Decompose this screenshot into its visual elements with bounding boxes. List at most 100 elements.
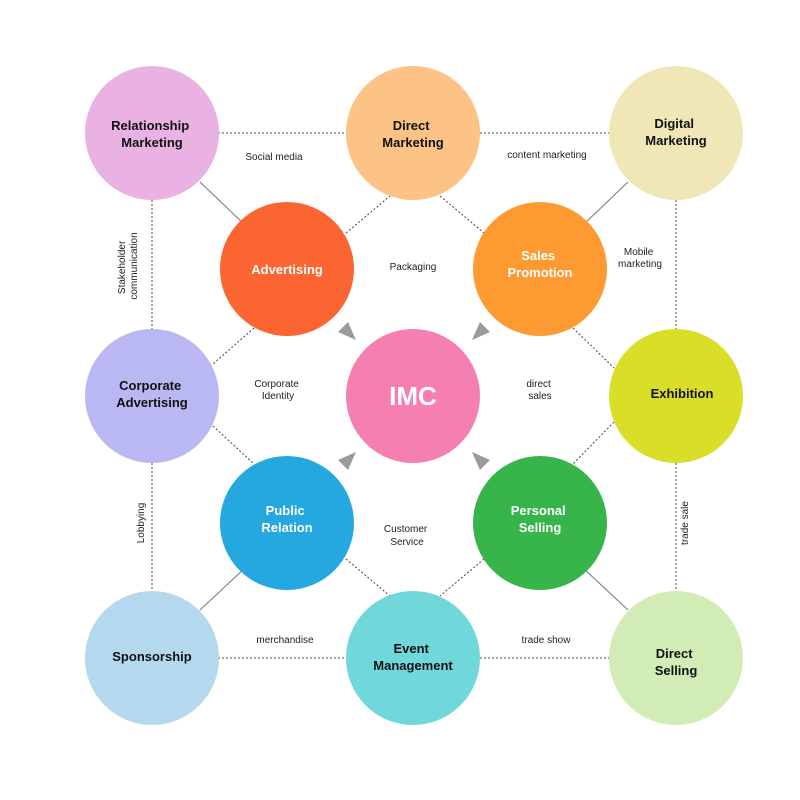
edge-label-line: Corporate	[254, 379, 299, 390]
edge-label-line: Mobile	[624, 247, 654, 258]
node-event-management: Event Management	[346, 591, 480, 725]
connector-line	[345, 195, 391, 234]
node-circle	[85, 591, 219, 725]
edge-label-line: merchandise	[256, 635, 314, 646]
node-circle	[346, 591, 480, 725]
edge-label-line: Stakeholder	[117, 240, 128, 294]
node-circle	[609, 591, 743, 725]
node-circle	[220, 456, 354, 590]
arrow-markers	[338, 322, 490, 470]
edge-label-mobile-marketing: Mobile marketing	[618, 247, 662, 270]
node-label: Digital Marketing	[645, 116, 706, 148]
node-label-line: Personal	[511, 503, 566, 518]
node-circle	[85, 329, 219, 463]
node-circle	[473, 456, 607, 590]
edge-label-social-media: Social media	[245, 152, 303, 163]
node-circle	[220, 202, 354, 336]
edge-label-line: communication	[129, 232, 140, 299]
connector-line	[199, 181, 246, 226]
connector-line	[212, 327, 255, 365]
edge-label-line: Identity	[262, 391, 294, 402]
connector-line	[212, 425, 255, 465]
node-circle	[609, 329, 743, 463]
edge-label-line: content marketing	[507, 150, 587, 161]
node-label-line: Relationship	[111, 118, 189, 133]
node-direct-selling: Direct Selling	[609, 591, 743, 725]
node-relationship-marketing: Relationship Marketing	[85, 66, 219, 200]
imc-center-label: IMC	[389, 381, 437, 411]
connector-line	[345, 558, 391, 597]
node-label-line: Marketing	[382, 135, 443, 150]
node-label-line: Direct	[656, 646, 694, 661]
node-label-line: Selling	[655, 663, 698, 678]
edge-label-line: Customer	[384, 524, 428, 535]
node-digital-marketing: Digital Marketing	[609, 66, 743, 200]
arrow-icon	[338, 322, 356, 340]
node-label-line: Public	[266, 503, 305, 518]
connector-line	[582, 181, 629, 226]
edge-label-direct-sales: direct sales	[526, 379, 553, 402]
node-circle	[346, 66, 480, 200]
node-label-line: Promotion	[508, 265, 573, 280]
edge-label-merchandise: merchandise	[256, 635, 314, 646]
node-public-relation: Public Relation	[220, 456, 354, 590]
connector-line	[439, 558, 485, 597]
edge-label-customer-service: Customer Service	[384, 524, 430, 548]
edge-label-line: trade show	[522, 635, 572, 646]
node-advertising: Advertising	[220, 202, 354, 336]
connector-line	[439, 195, 485, 234]
connector-line	[199, 567, 246, 611]
edge-label-line: marketing	[618, 259, 662, 270]
node-label: Event Management	[373, 641, 453, 673]
node-label-line: Management	[373, 658, 453, 673]
edge-label-stakeholder-communication: Stakeholder communication	[117, 232, 140, 299]
node-label-line: Exhibition	[651, 386, 714, 401]
connector-line	[572, 327, 615, 369]
edge-label-trade-sale: trade sale	[680, 501, 691, 545]
node-circle	[609, 66, 743, 200]
node-imc-center: IMC	[346, 329, 480, 463]
node-label: Sales Promotion	[508, 248, 573, 280]
node-label: Advertising	[251, 262, 323, 277]
node-label-line: Sponsorship	[112, 649, 192, 664]
edge-label-lobbying: Lobbying	[136, 503, 147, 544]
node-sponsorship: Sponsorship	[85, 591, 219, 725]
node-circle	[85, 66, 219, 200]
node-label-line: Marketing	[645, 133, 706, 148]
edge-label-line: Packaging	[390, 262, 437, 273]
node-corporate-advertising: Corporate Advertising	[85, 329, 219, 463]
edge-label-line: direct	[526, 379, 551, 390]
edge-label-line: Lobbying	[136, 503, 147, 544]
arrow-icon	[338, 452, 356, 470]
arrow-icon	[472, 452, 490, 470]
node-direct-marketing: Direct Marketing	[346, 66, 480, 200]
node-label-line: Marketing	[121, 135, 182, 150]
edge-label-trade-show: trade show	[522, 635, 572, 646]
node-label-line: Relation	[261, 520, 312, 535]
edge-label-packaging: Packaging	[390, 262, 437, 273]
node-label: Sponsorship	[112, 649, 192, 664]
node-label-line: Corporate	[119, 378, 181, 393]
node-label: Exhibition	[651, 386, 714, 401]
node-label-line: Selling	[519, 520, 562, 535]
nodes: Relationship Marketing Direct Marketing …	[85, 66, 743, 725]
node-label: Personal Selling	[511, 503, 570, 535]
node-label-line: Direct	[393, 118, 431, 133]
node-exhibition: Exhibition	[609, 329, 743, 463]
edge-label-line: sales	[528, 391, 551, 402]
connector-lines	[151, 132, 677, 659]
node-label-line: Advertising	[116, 395, 188, 410]
edge-label-line: trade sale	[680, 501, 691, 545]
edge-label-content-marketing: content marketing	[507, 150, 587, 161]
node-circle	[473, 202, 607, 336]
connector-line	[572, 421, 615, 465]
arrow-icon	[472, 322, 490, 340]
node-label: Corporate Advertising	[116, 378, 188, 410]
edge-labels: Social media content marketing Packaging…	[117, 150, 691, 646]
node-label: Direct Marketing	[382, 118, 443, 150]
node-sales-promotion: Sales Promotion	[473, 202, 607, 336]
node-personal-selling: Personal Selling	[473, 456, 607, 590]
node-label: Direct Selling	[655, 646, 698, 678]
edge-label-line: Service	[390, 537, 424, 548]
node-label: Public Relation	[261, 503, 312, 535]
